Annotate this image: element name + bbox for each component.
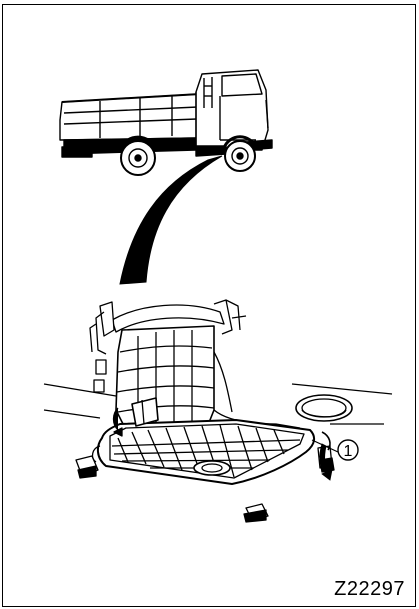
transmission-assembly (44, 300, 392, 522)
figure-code: Z22297 (334, 578, 405, 601)
truck-icon (60, 70, 272, 175)
callout-number: 1 (344, 443, 353, 460)
